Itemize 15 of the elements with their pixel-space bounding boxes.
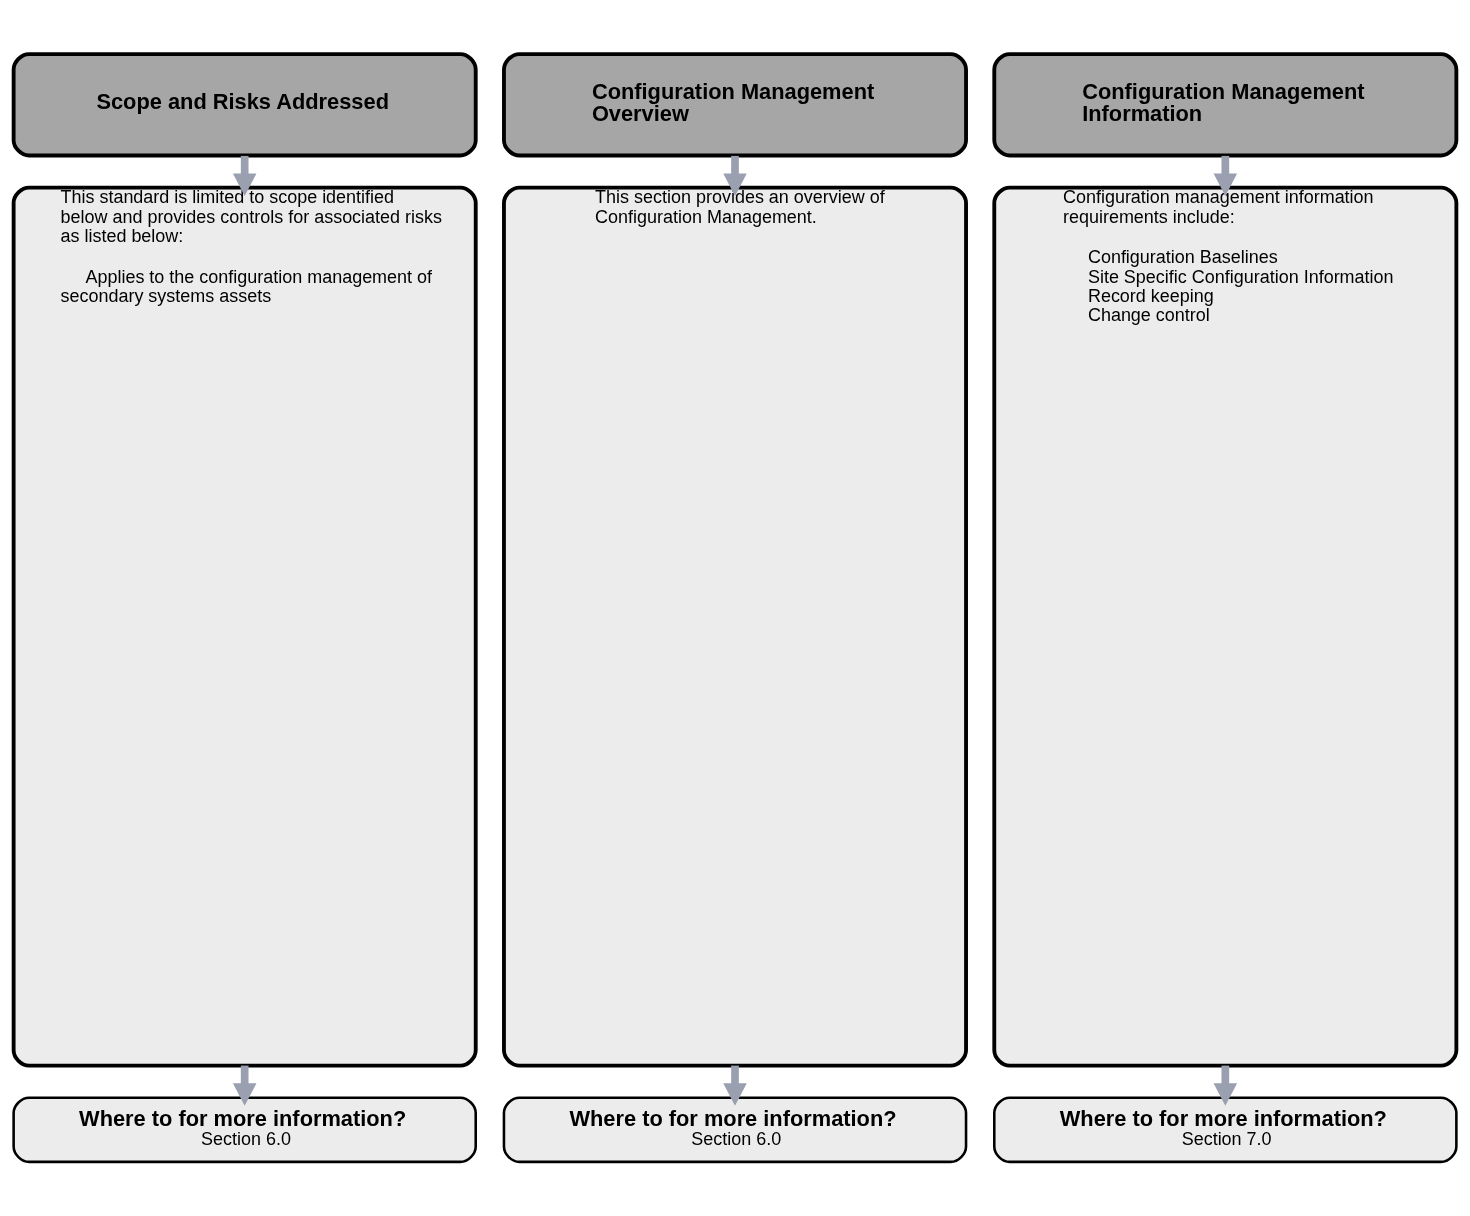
node-box: Configuration Management Information	[992, 52, 1459, 158]
node-box: Where to for more information? Section 7.0	[993, 1096, 1458, 1164]
node-box: Configuration management information requirements include: Configuration Baselines Site Specific Configuration Information Record keeping Change control	[992, 185, 1459, 1068]
node-box: Scope and Risks Addressed	[11, 52, 478, 158]
arrow	[723, 1065, 747, 1106]
node-box: Where to for more information? Section 6.0	[502, 1096, 968, 1164]
arrow	[232, 155, 257, 196]
arrow	[1213, 155, 1238, 196]
arrow	[232, 1065, 257, 1106]
node-box: Configuration Management Overview	[502, 52, 968, 158]
node-box: This section provides an overview of Configuration Management.	[502, 185, 968, 1068]
arrow	[723, 155, 747, 196]
node-box: This standard is limited to scope identified below and provides controls for associated risks as listed below: Applies to the configuration management of secondary systems assets	[11, 185, 478, 1068]
arrow	[1213, 1065, 1238, 1106]
node-box: Where to for more information? Section 6.0	[12, 1096, 477, 1164]
